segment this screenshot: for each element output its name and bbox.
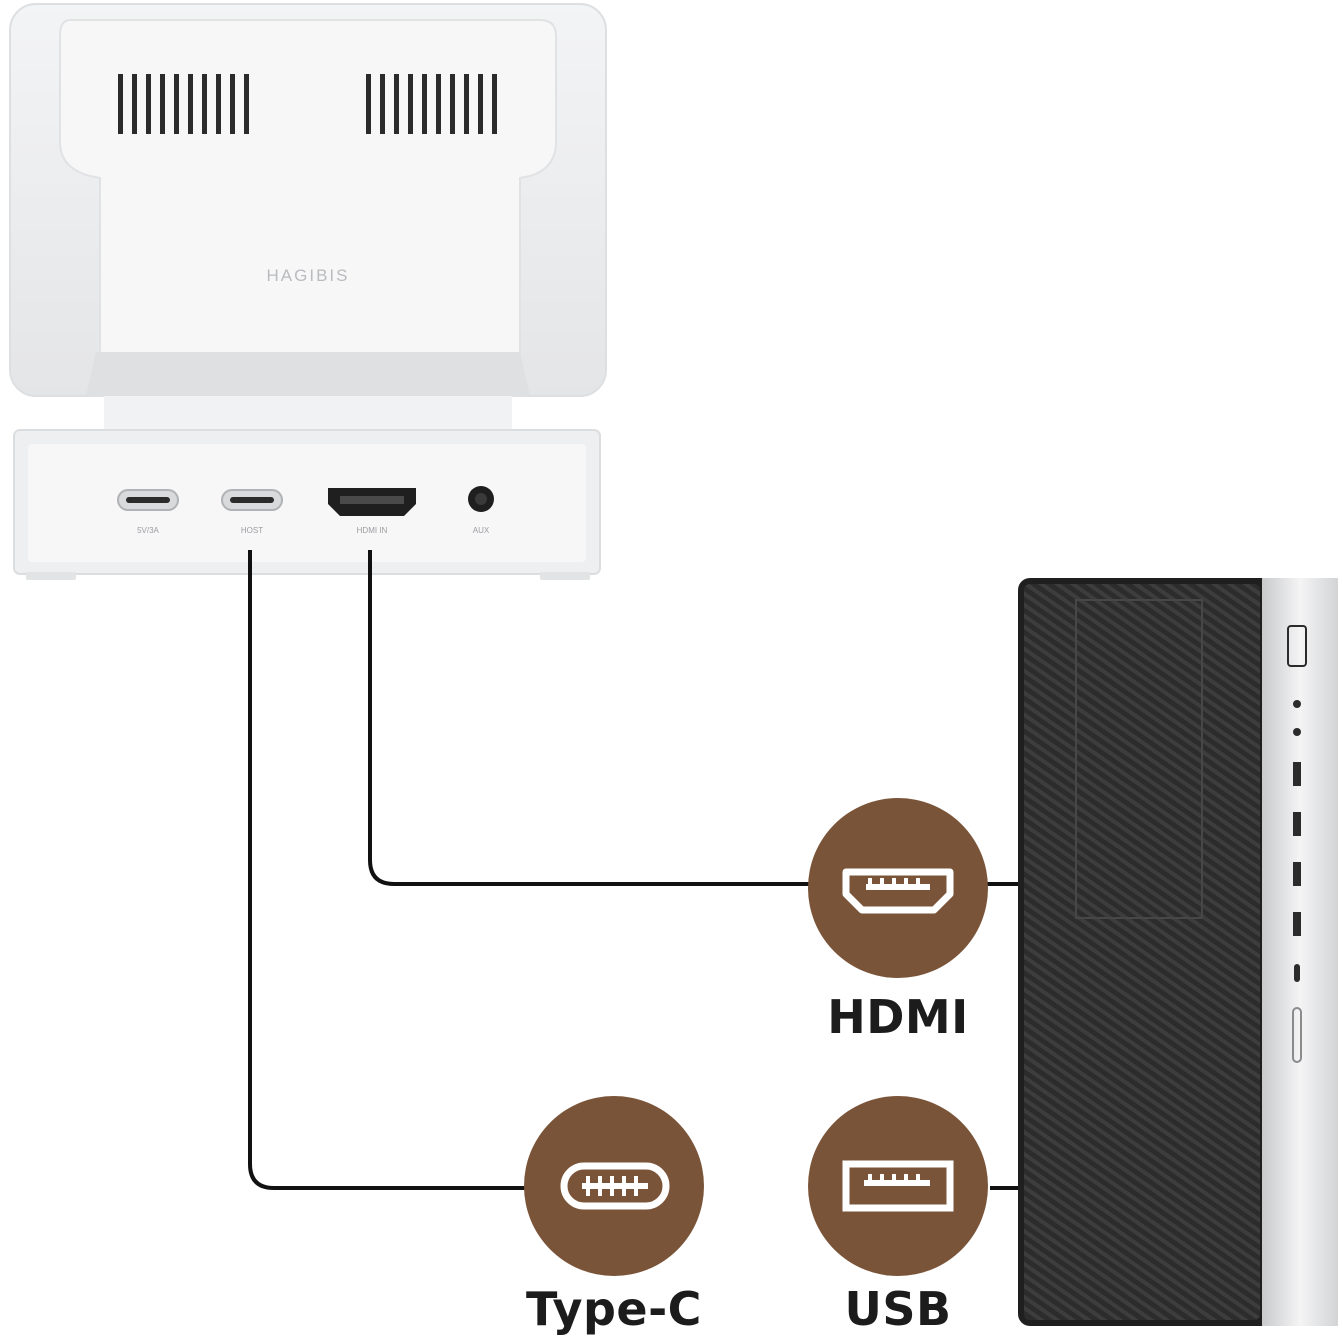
- vent-grill-left: [118, 74, 249, 134]
- usb-c-host-port: [221, 489, 283, 511]
- usb-c-cable: [248, 550, 530, 1190]
- desktop-tower: [1018, 578, 1338, 1326]
- hdmi-in-port: [328, 488, 416, 516]
- cables: [248, 550, 1018, 1190]
- type-c-badge: [524, 1096, 704, 1276]
- usb-badge: [808, 1096, 988, 1276]
- type-c-label: Type-C: [526, 1282, 702, 1336]
- port-caption-aux: AUX: [472, 526, 490, 535]
- hdmi-badge: [808, 798, 988, 978]
- hdmi-label: HDMI: [827, 990, 969, 1044]
- port-caption-hdmi: HDMI IN: [356, 526, 388, 535]
- tower-front-ports: [1287, 625, 1307, 1063]
- usb-label: USB: [844, 1282, 952, 1336]
- usb-a-port-icon: [842, 1160, 954, 1212]
- aux-jack: [468, 486, 494, 512]
- dock-body: [13, 429, 601, 580]
- port-caption-host: HOST: [240, 526, 264, 535]
- usb-c-power-port: [117, 489, 179, 511]
- portable-monitor-back: [9, 3, 607, 430]
- brand-logo-text: HAGIBIS: [266, 266, 350, 285]
- usb-c-port-icon: [560, 1162, 670, 1210]
- port-caption-power: 5V/3A: [137, 526, 159, 535]
- hdmi-port-icon: [842, 868, 954, 914]
- hdmi-cable: [368, 550, 1018, 886]
- vent-grill-right: [366, 74, 497, 134]
